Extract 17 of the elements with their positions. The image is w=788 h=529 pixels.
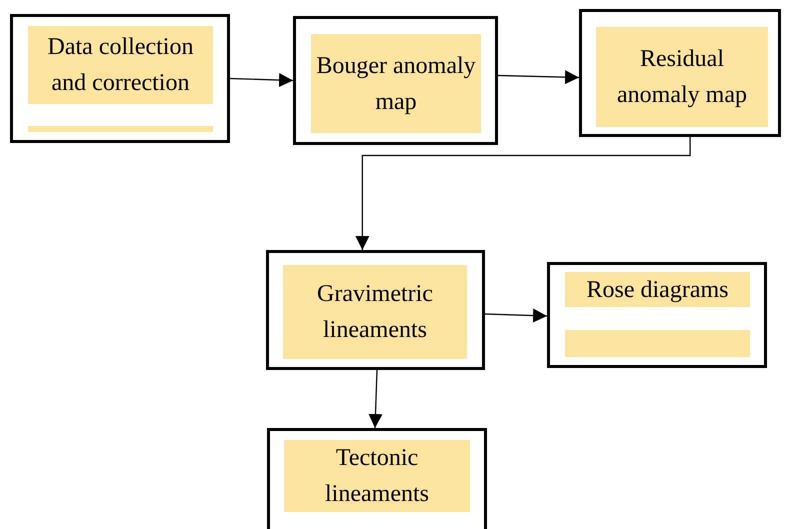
- arrow: [355, 137, 691, 250]
- box-label: Residual anomaly map: [596, 27, 768, 127]
- process-box: [10, 14, 230, 143]
- box-label: Gravimetric lineaments: [283, 265, 467, 359]
- box-label: Bouger anomaly map: [311, 34, 481, 133]
- box-label: Tectonic lineaments: [284, 440, 470, 512]
- box-label: Data collection and correction: [28, 26, 213, 104]
- box-label: Rose diagrams: [565, 272, 750, 307]
- process-box: [579, 9, 781, 137]
- arrow: [230, 73, 294, 88]
- process-box: [267, 428, 487, 529]
- arrow: [368, 370, 382, 428]
- process-box: [266, 250, 485, 370]
- arrow: [498, 70, 580, 84]
- process-box: [293, 16, 498, 145]
- process-box: [547, 262, 767, 368]
- arrow: [484, 308, 548, 323]
